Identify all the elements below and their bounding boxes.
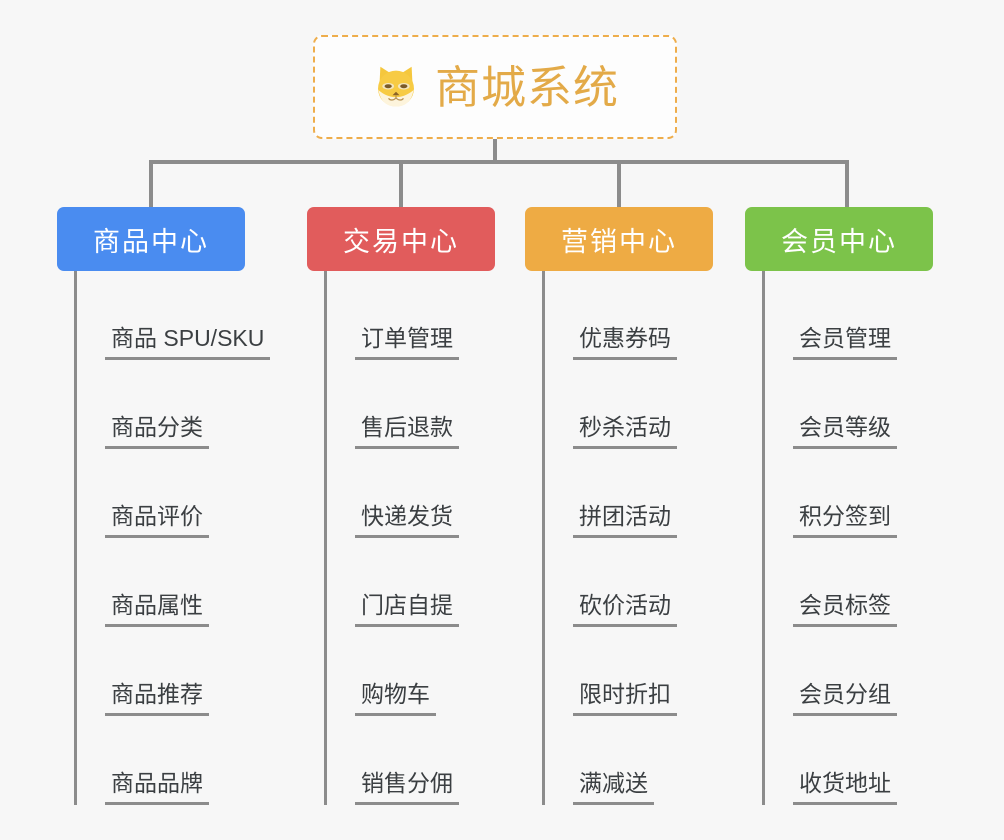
list-item[interactable]: 会员等级 — [765, 360, 933, 449]
root-node[interactable]: 商城系统 — [313, 35, 677, 139]
column-member-center: 会员中心 会员管理 会员等级 积分签到 会员标签 会员分组 收货地址 — [745, 207, 933, 805]
connector-bus-bar — [149, 160, 849, 164]
list-item-label: 限时折扣 — [573, 681, 677, 716]
column-header-label: 交易中心 — [343, 226, 459, 257]
list-item[interactable]: 快递发货 — [327, 449, 495, 538]
column-header-label: 营销中心 — [561, 226, 677, 257]
list-item-label: 收货地址 — [793, 770, 897, 805]
list-item-label: 销售分佣 — [355, 770, 459, 805]
list-item-label: 优惠券码 — [573, 325, 677, 360]
column-trade-center: 交易中心 订单管理 售后退款 快递发货 门店自提 购物车 销售分佣 — [307, 207, 495, 805]
list-item-label: 购物车 — [355, 681, 436, 716]
list-item[interactable]: 商品分类 — [77, 360, 245, 449]
list-item-label: 门店自提 — [355, 592, 459, 627]
list-item[interactable]: 门店自提 — [327, 538, 495, 627]
list-item-label: 商品品牌 — [105, 770, 209, 805]
column-header-2[interactable]: 营销中心 — [525, 207, 713, 271]
list-item[interactable]: 商品品牌 — [77, 716, 245, 805]
list-item[interactable]: 商品评价 — [77, 449, 245, 538]
list-item[interactable]: 会员标签 — [765, 538, 933, 627]
connector-drop-1 — [149, 160, 153, 207]
list-item[interactable]: 销售分佣 — [327, 716, 495, 805]
list-item[interactable]: 秒杀活动 — [545, 360, 713, 449]
connector-drop-4 — [845, 160, 849, 207]
list-item[interactable]: 商品推荐 — [77, 627, 245, 716]
list-item[interactable]: 优惠券码 — [545, 271, 713, 360]
root-title: 商城系统 — [434, 61, 619, 113]
list-item[interactable]: 积分签到 — [765, 449, 933, 538]
list-item[interactable]: 收货地址 — [765, 716, 933, 805]
list-item-label: 订单管理 — [355, 325, 459, 360]
list-item-label: 商品分类 — [105, 414, 209, 449]
column-header-0[interactable]: 商品中心 — [57, 207, 245, 271]
list-item-label: 会员等级 — [793, 414, 897, 449]
column-items-2: 优惠券码 秒杀活动 拼团活动 砍价活动 限时折扣 满减送 — [542, 271, 713, 805]
column-items-3: 会员管理 会员等级 积分签到 会员标签 会员分组 收货地址 — [762, 271, 933, 805]
list-item-label: 快递发货 — [355, 503, 459, 538]
column-header-1[interactable]: 交易中心 — [307, 207, 495, 271]
list-item-label: 拼团活动 — [573, 503, 677, 538]
list-item-label: 砍价活动 — [573, 592, 677, 627]
list-item-label: 会员标签 — [793, 592, 897, 627]
list-item[interactable]: 商品 SPU/SKU — [77, 271, 271, 360]
list-item-label: 满减送 — [573, 770, 654, 805]
list-item-label: 售后退款 — [355, 414, 459, 449]
list-item[interactable]: 满减送 — [545, 716, 713, 805]
list-item-label: 商品推荐 — [105, 681, 209, 716]
list-item-label: 会员管理 — [793, 325, 897, 360]
column-header-3[interactable]: 会员中心 — [745, 207, 933, 271]
list-item[interactable]: 会员管理 — [765, 271, 933, 360]
list-item[interactable]: 砍价活动 — [545, 538, 713, 627]
list-item[interactable]: 订单管理 — [327, 271, 495, 360]
list-item[interactable]: 商品属性 — [77, 538, 245, 627]
column-header-label: 会员中心 — [781, 226, 897, 257]
list-item-label: 积分签到 — [793, 503, 897, 538]
connector-drop-3 — [617, 160, 621, 207]
shiba-dog-icon — [378, 66, 414, 107]
list-item-label: 商品评价 — [105, 503, 209, 538]
column-product-center: 商品中心 商品 SPU/SKU 商品分类 商品评价 商品属性 商品推荐 商品品牌 — [57, 207, 271, 805]
list-item-label: 商品 SPU/SKU — [105, 325, 271, 360]
list-item-label: 秒杀活动 — [573, 414, 677, 449]
list-item[interactable]: 拼团活动 — [545, 449, 713, 538]
connector-drop-2 — [399, 160, 403, 207]
column-items-0: 商品 SPU/SKU 商品分类 商品评价 商品属性 商品推荐 商品品牌 — [74, 271, 271, 805]
list-item-label: 会员分组 — [793, 681, 897, 716]
list-item[interactable]: 购物车 — [327, 627, 495, 716]
column-items-1: 订单管理 售后退款 快递发货 门店自提 购物车 销售分佣 — [324, 271, 495, 805]
column-header-label: 商品中心 — [93, 226, 209, 257]
connector-root-stem — [493, 139, 497, 164]
list-item-label: 商品属性 — [105, 592, 209, 627]
list-item[interactable]: 售后退款 — [327, 360, 495, 449]
list-item[interactable]: 限时折扣 — [545, 627, 713, 716]
column-marketing-center: 营销中心 优惠券码 秒杀活动 拼团活动 砍价活动 限时折扣 满减送 — [525, 207, 713, 805]
list-item[interactable]: 会员分组 — [765, 627, 933, 716]
